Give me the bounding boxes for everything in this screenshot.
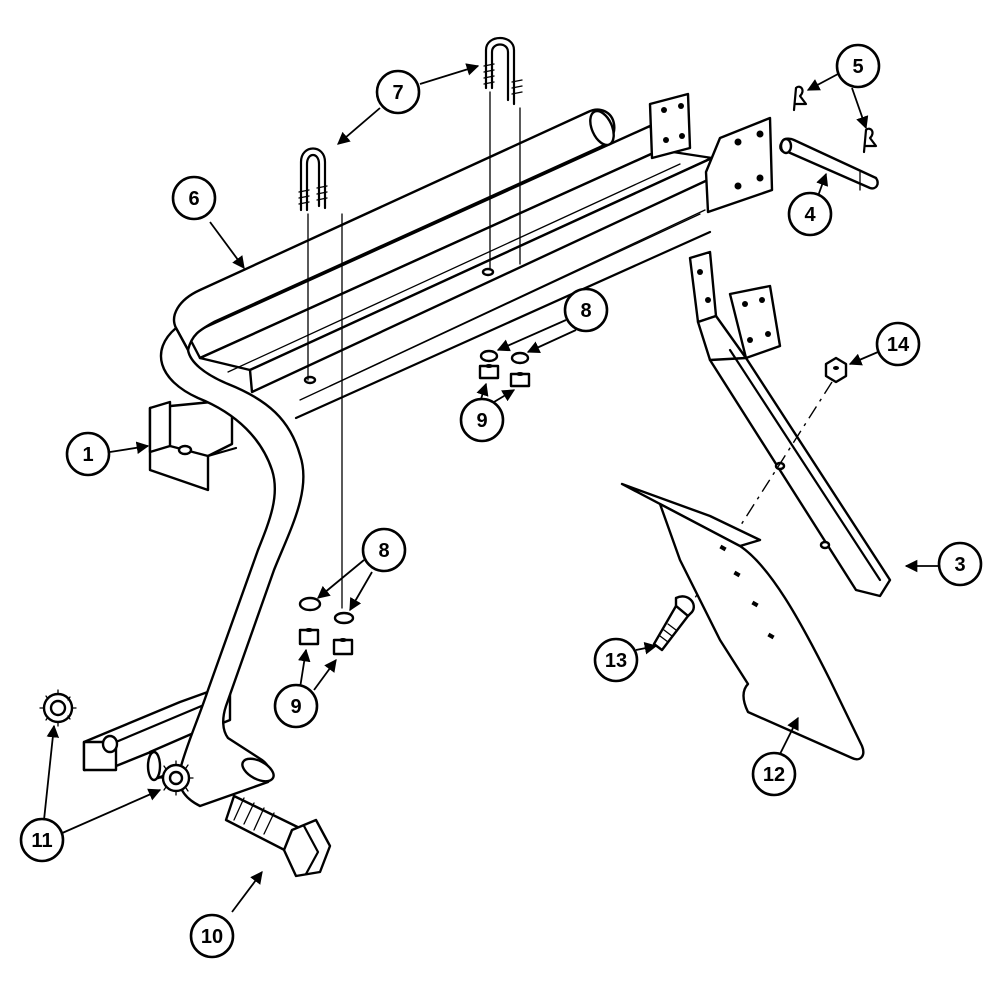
callout-label: 7 [392,82,403,104]
washers-nuts-lower [298,596,355,656]
callout-label: 8 [580,300,591,322]
callout-label: 9 [476,410,487,432]
callout-label: 9 [290,696,301,718]
callout-4: 4 [787,172,833,237]
frame-channel [186,92,774,420]
callout-label: 3 [954,554,965,576]
bent-tube-6 [159,108,616,808]
u-bolt-7-right [483,36,523,106]
callout-label: 6 [188,188,199,210]
nut-14 [824,356,848,384]
callout-label: 8 [378,540,389,562]
callout-label: 4 [804,204,816,226]
shovel-12 [620,482,865,761]
bracket-1 [148,398,238,492]
callout-label: 11 [31,830,52,852]
pin-4 [779,137,879,191]
callout-label: 1 [82,444,93,466]
carriage-bolt-13 [652,595,695,652]
callout-label: 10 [201,926,223,948]
callout-6: 6 [171,175,245,270]
callout-8-lower: 8 [317,527,407,612]
callout-5: 5 [806,43,881,130]
callout-14: 14 [848,321,921,367]
callout-label: 14 [887,334,910,356]
callout-9-upper: 9 [459,382,516,443]
callout-1: 1 [65,431,150,477]
callout-label: 12 [763,764,785,786]
callout-8-upper: 8 [496,287,609,354]
callout-10: 10 [189,870,263,959]
u-bolt-7-left [298,147,328,212]
callout-11: 11 [19,724,162,863]
callout-9-lower: 9 [273,648,337,729]
callout-7: 7 [337,63,480,145]
callout-13: 13 [593,637,658,683]
callout-12: 12 [751,716,799,797]
hex-bolt-10 [224,794,332,878]
star-washer-11-lower [158,760,194,796]
callout-3: 3 [904,541,983,587]
callout-label: 5 [852,56,863,78]
washers-nuts-upper [478,349,531,388]
callout-label: 13 [605,650,627,672]
star-washer-11-upper [39,689,77,727]
shank-3 [688,250,892,598]
